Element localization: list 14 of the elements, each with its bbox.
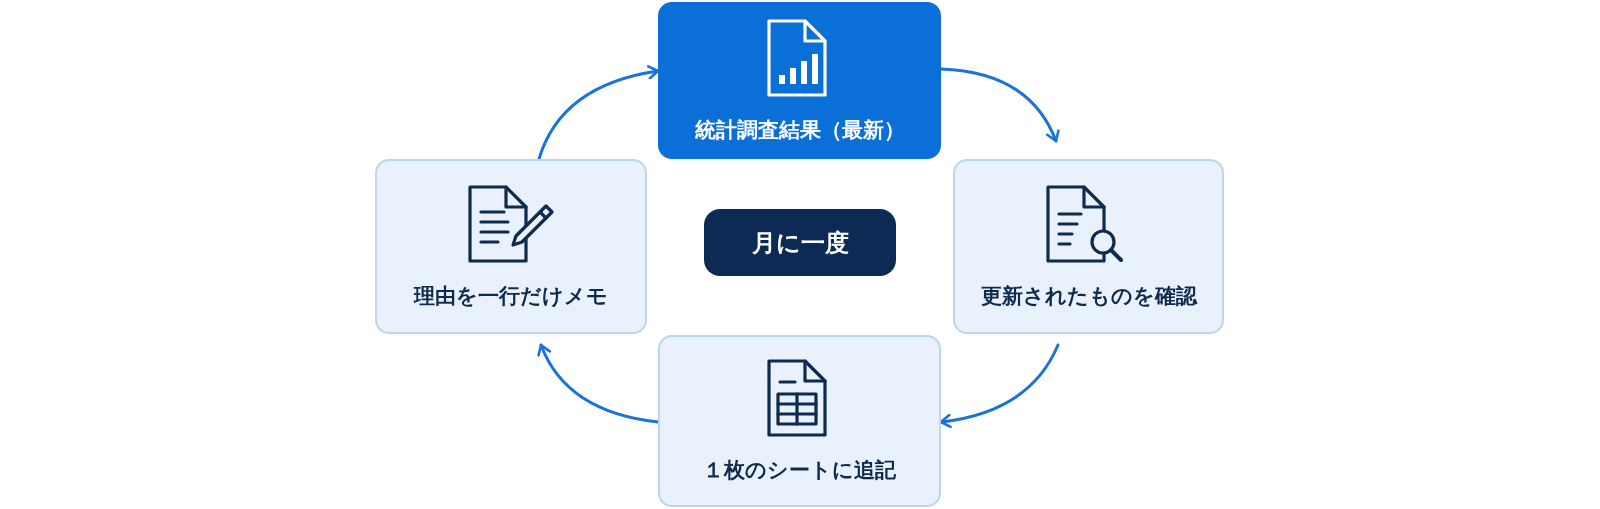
curved-arrow [939, 67, 1060, 143]
center-label-pill [704, 209, 896, 276]
highlighted-step-card [658, 2, 941, 159]
step-card [375, 159, 647, 334]
step-card [953, 159, 1224, 334]
step-label: １枚のシートに追記 [703, 457, 896, 484]
step-label: 更新されたものを確認 [980, 282, 1197, 310]
step-label: 理由を一行だけメモ [414, 282, 608, 310]
frequency-label: 月に一度 [751, 227, 849, 259]
step-card [658, 335, 941, 507]
curved-arrow [939, 343, 1060, 428]
step-label: 統計調査結果（最新） [694, 116, 905, 144]
curved-arrow [537, 65, 660, 161]
curved-arrow [537, 343, 660, 424]
